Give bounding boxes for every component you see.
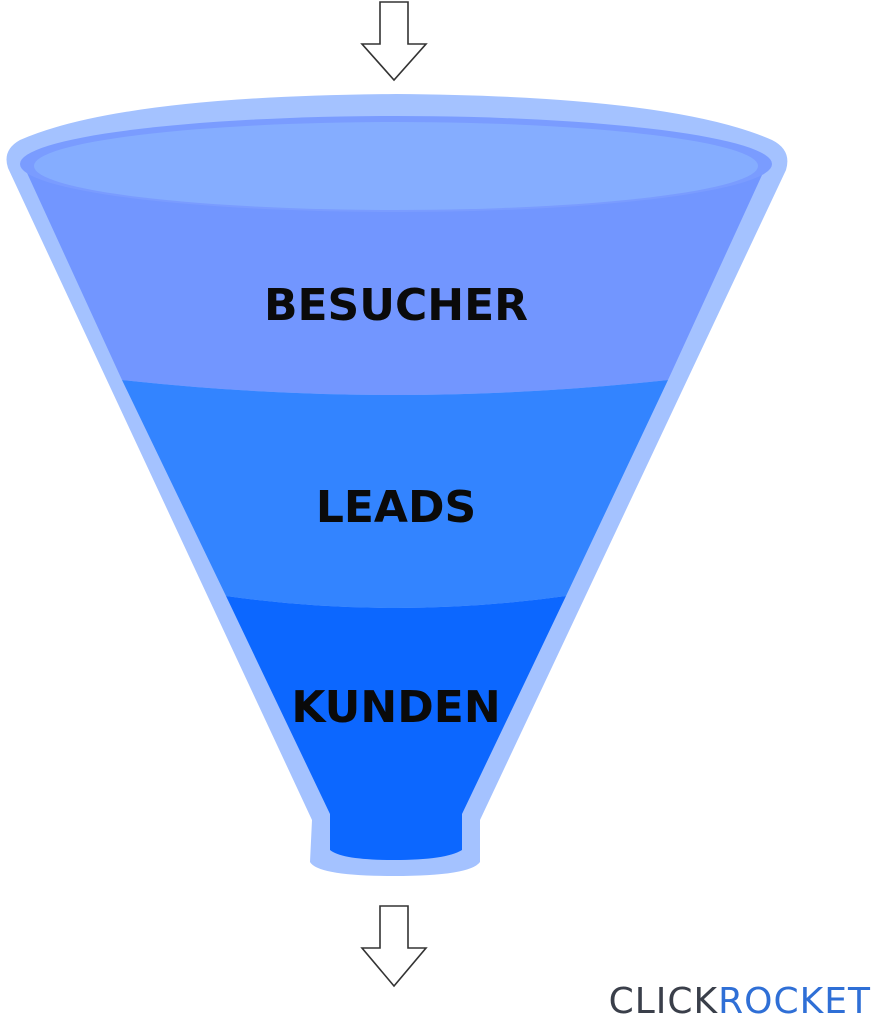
stage-label-kunden: KUNDEN <box>291 682 500 733</box>
logo-part-click: CLICK <box>609 981 719 1022</box>
output-arrow-icon <box>362 906 426 986</box>
stage-label-leads: LEADS <box>316 482 476 533</box>
clickrocket-logo: CLICKROCKET <box>609 981 871 1022</box>
logo-part-rocket: ROCKET <box>718 981 871 1022</box>
input-arrow-icon <box>362 2 426 80</box>
stage-label-besucher: BESUCHER <box>264 280 528 331</box>
funnel-top-surface <box>34 122 758 210</box>
